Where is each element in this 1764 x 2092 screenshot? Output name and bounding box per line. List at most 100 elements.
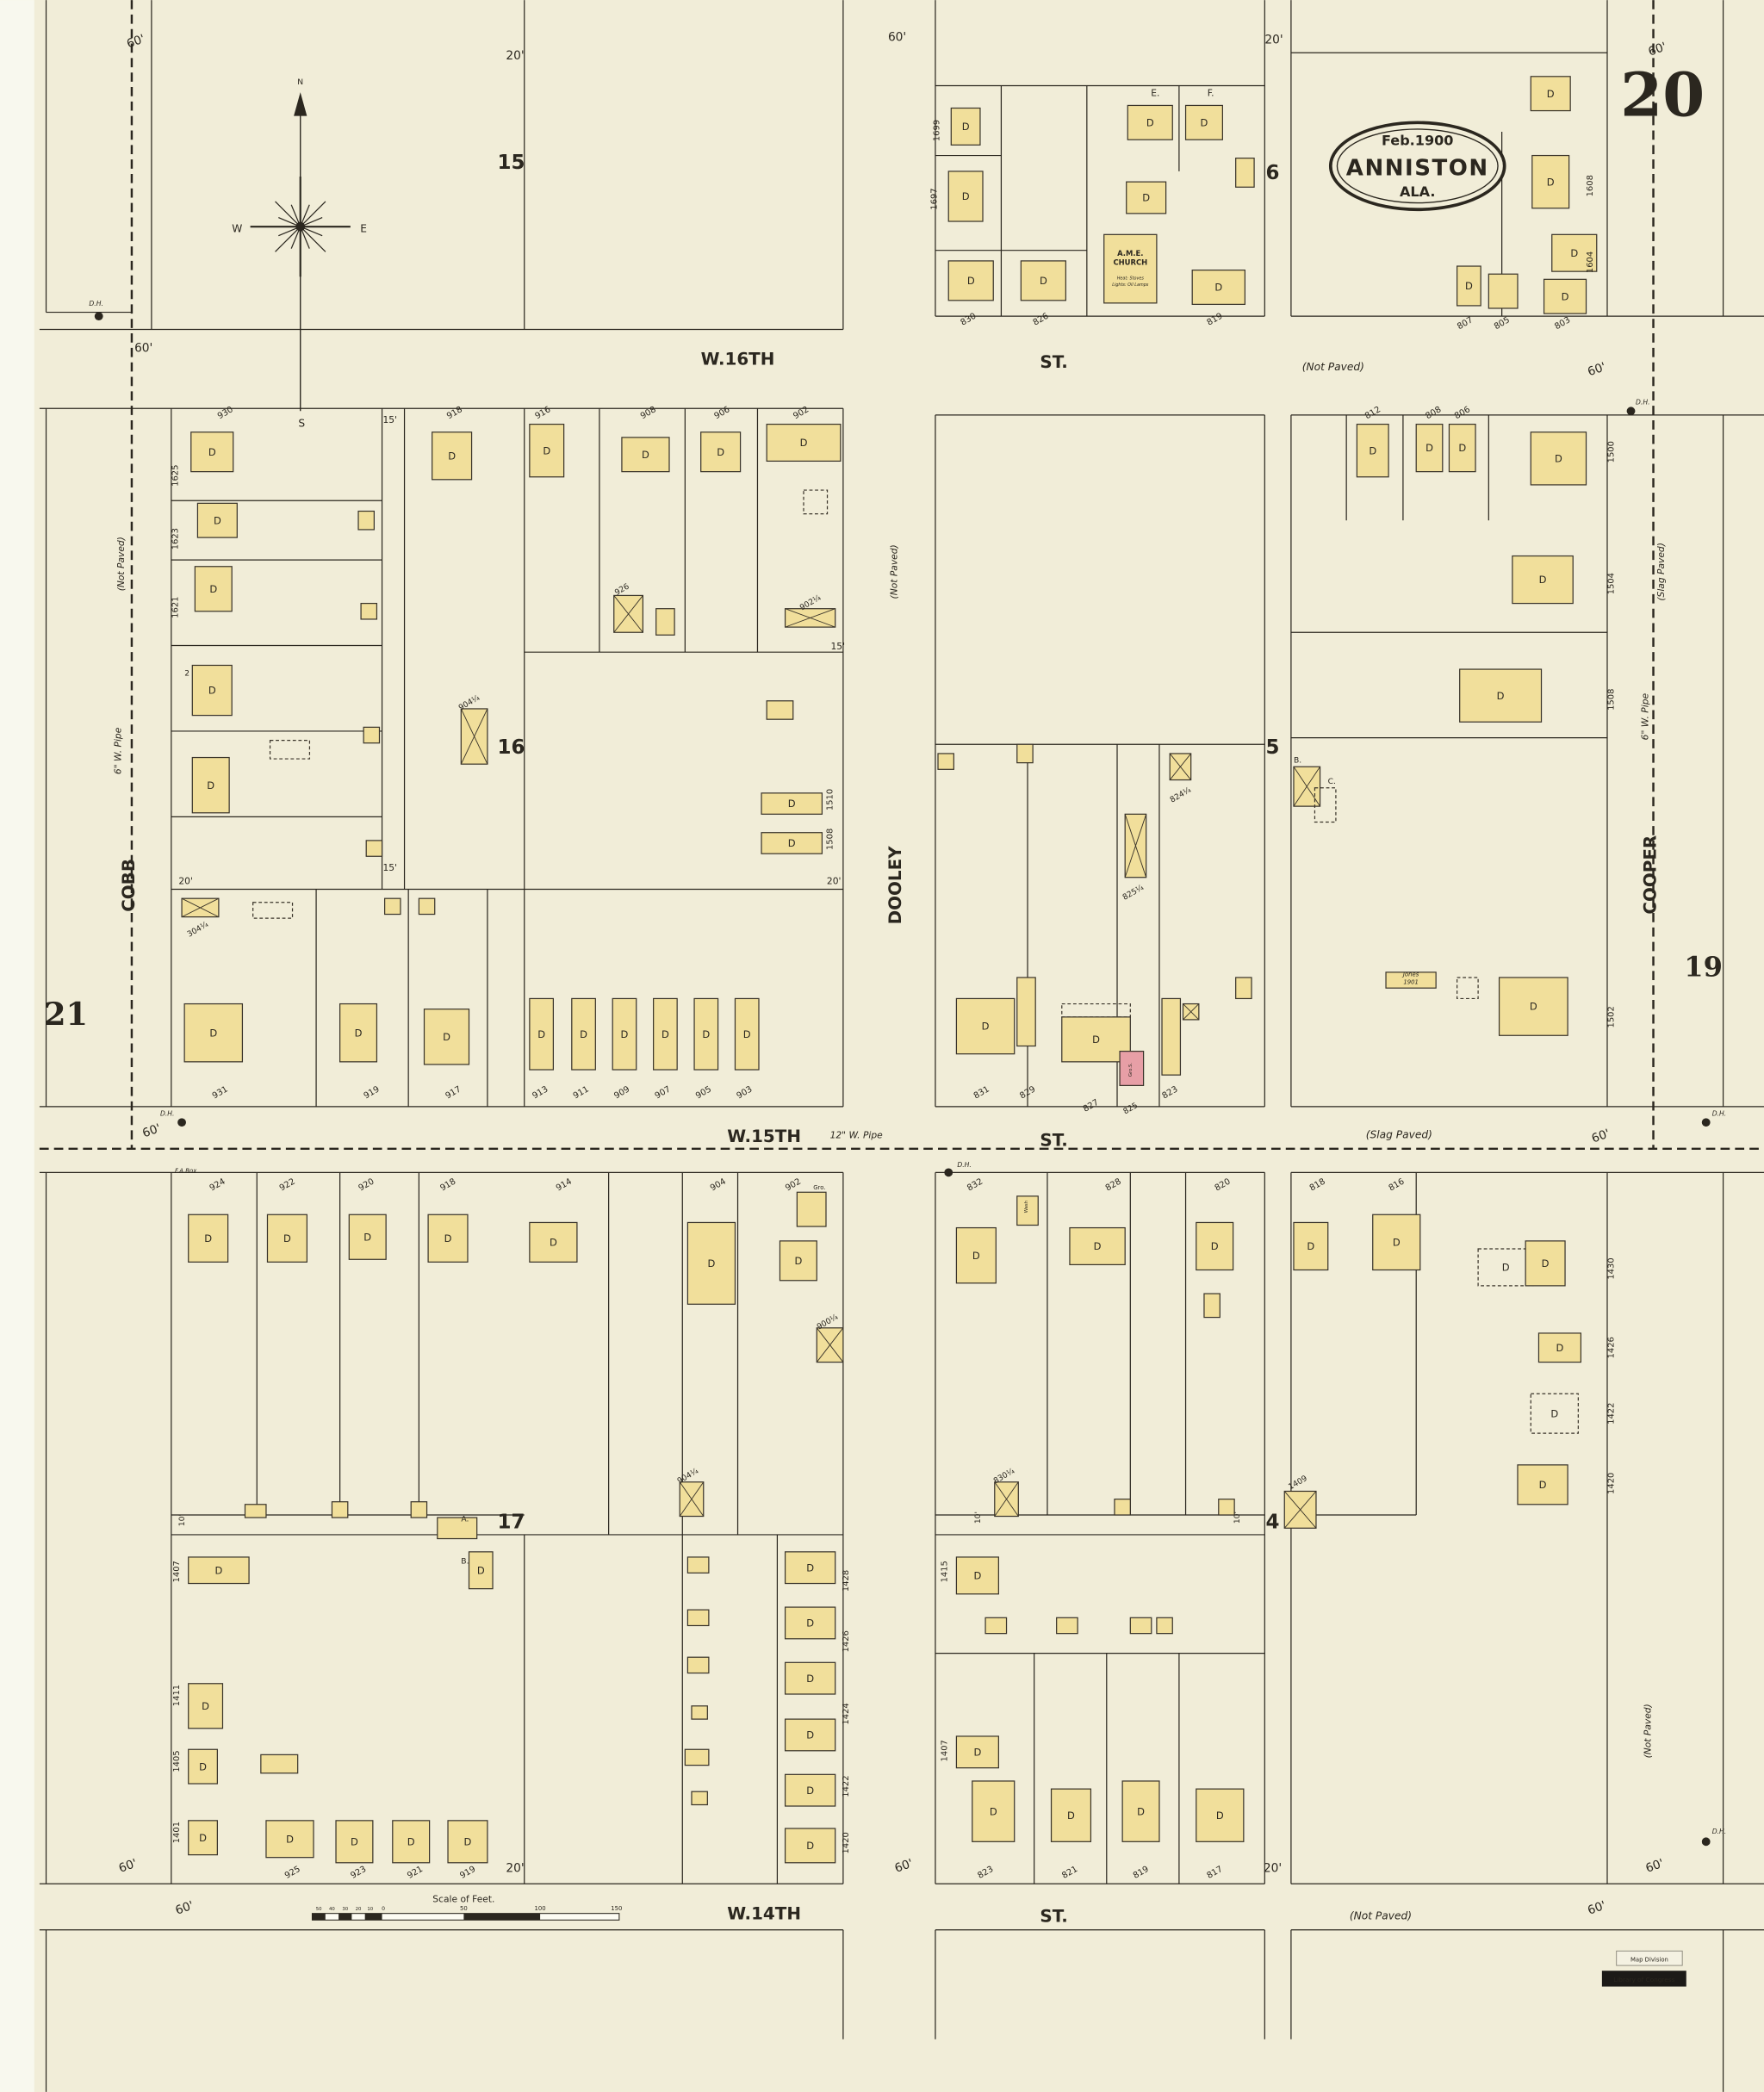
map-label: 60' bbox=[174, 1898, 196, 1917]
map-label: 20 bbox=[356, 1907, 362, 1912]
building-footprint bbox=[183, 1003, 244, 1063]
brick-building bbox=[1119, 1051, 1145, 1086]
map-label: 60' bbox=[1647, 40, 1668, 59]
building-footprint bbox=[947, 260, 994, 301]
building-footprint bbox=[1184, 104, 1223, 140]
hatch-line bbox=[1283, 1491, 1317, 1529]
hatch-line bbox=[1183, 1003, 1200, 1021]
map-label: D.H. bbox=[1712, 1110, 1726, 1118]
building-footprint bbox=[955, 1556, 999, 1595]
map-label: W.15TH bbox=[727, 1127, 801, 1146]
building-footprint bbox=[266, 1214, 307, 1263]
hatch-line bbox=[1169, 753, 1192, 780]
building-label: D bbox=[1211, 1240, 1219, 1252]
building-label: D bbox=[800, 437, 808, 449]
building-label: D bbox=[642, 449, 649, 461]
dh-hydrant-dot bbox=[177, 1118, 186, 1127]
building-footprint bbox=[265, 1820, 314, 1859]
map-label: 1502 bbox=[1607, 1006, 1617, 1027]
building-label: D bbox=[1146, 116, 1154, 128]
map-label: E. bbox=[1151, 88, 1159, 99]
building-label: D bbox=[286, 1833, 294, 1845]
building-label: D bbox=[214, 1564, 222, 1576]
building-footprint bbox=[761, 832, 823, 854]
building-footprint bbox=[984, 1617, 1008, 1635]
building-footprint bbox=[1016, 1195, 1039, 1226]
building-label: D bbox=[972, 1250, 980, 1262]
building-footprint bbox=[1129, 1617, 1152, 1635]
map-label: 10 bbox=[367, 1907, 373, 1912]
building-label: D bbox=[1465, 280, 1473, 292]
building-label: D bbox=[743, 1028, 751, 1040]
map-label: 1426 bbox=[842, 1630, 851, 1652]
building-label: D bbox=[1458, 442, 1466, 454]
map-label: D.H. bbox=[160, 1110, 174, 1118]
building-label: D bbox=[444, 1232, 452, 1245]
dh-hydrant-dot bbox=[1701, 1837, 1711, 1847]
building-footprint bbox=[766, 423, 842, 462]
building-label: D bbox=[1214, 282, 1222, 294]
building-footprint bbox=[529, 1221, 578, 1263]
title-date: Feb.1900 bbox=[1382, 132, 1453, 148]
map-label: 17 bbox=[497, 1511, 525, 1533]
map-label: 60' bbox=[1643, 1857, 1665, 1876]
building-footprint bbox=[410, 1501, 428, 1518]
hatch-line bbox=[785, 608, 835, 628]
building-footprint bbox=[432, 431, 473, 481]
map-label: 1405 bbox=[172, 1750, 182, 1772]
scale-bar bbox=[311, 1913, 620, 1921]
building-label: D bbox=[806, 1561, 814, 1574]
building-footprint bbox=[691, 1705, 708, 1720]
building-label: D bbox=[214, 514, 221, 526]
building-label: D bbox=[207, 779, 214, 791]
map-label: 1500 bbox=[1607, 441, 1617, 462]
building-label: D bbox=[973, 1746, 981, 1758]
map-label: B. bbox=[1294, 756, 1301, 766]
map-label: 6" W. Pipe bbox=[113, 727, 124, 774]
building-footprint bbox=[1459, 668, 1543, 723]
map-label: 40 bbox=[329, 1907, 335, 1912]
building-label: D bbox=[283, 1232, 291, 1245]
building-label: D bbox=[982, 1021, 990, 1033]
building-footprint bbox=[1126, 181, 1167, 214]
map-label: 1699 bbox=[933, 120, 942, 141]
building-label: D bbox=[1570, 247, 1578, 259]
building-footprint bbox=[955, 1735, 999, 1769]
building-footprint bbox=[937, 753, 954, 770]
compass-ray bbox=[275, 201, 301, 227]
map-label: 1510 bbox=[826, 789, 835, 810]
building-label: D bbox=[407, 1835, 415, 1847]
map-label: (Not Paved) bbox=[1302, 361, 1364, 373]
building-footprint bbox=[784, 1773, 836, 1807]
building-label: D bbox=[1562, 290, 1569, 302]
building-footprint bbox=[360, 602, 378, 620]
building-footprint bbox=[194, 566, 233, 612]
map-label: A. bbox=[461, 1515, 469, 1524]
building-footprint bbox=[1061, 1016, 1131, 1063]
dh-hydrant-dot bbox=[1701, 1118, 1711, 1127]
building-footprint bbox=[947, 171, 984, 222]
building-label: D bbox=[209, 1027, 217, 1039]
dh-hydrant-dot bbox=[94, 312, 103, 321]
building-label: D bbox=[204, 1232, 212, 1245]
building-label: D bbox=[990, 1805, 997, 1817]
building-footprint bbox=[1530, 76, 1571, 112]
map-label: 0 bbox=[382, 1906, 385, 1912]
building-footprint bbox=[1235, 158, 1255, 188]
map-label: D.H. bbox=[89, 300, 102, 307]
map-label: 12" W. Pipe bbox=[830, 1130, 884, 1141]
building-footprint bbox=[1191, 270, 1245, 306]
map-label: 10' bbox=[177, 1514, 187, 1526]
map-label: (Not Paved) bbox=[1642, 1704, 1653, 1758]
building-footprint bbox=[621, 437, 670, 473]
hatch-line bbox=[460, 708, 488, 765]
building-footprint bbox=[691, 1791, 708, 1806]
building-label: D bbox=[580, 1028, 587, 1040]
map-label: ST. bbox=[1040, 352, 1067, 372]
building-footprint bbox=[1537, 1332, 1582, 1363]
hatch-line bbox=[679, 1481, 705, 1517]
sheet-number: 20 bbox=[1620, 59, 1705, 131]
building-footprint bbox=[529, 997, 555, 1071]
building-footprint bbox=[1218, 1499, 1235, 1516]
